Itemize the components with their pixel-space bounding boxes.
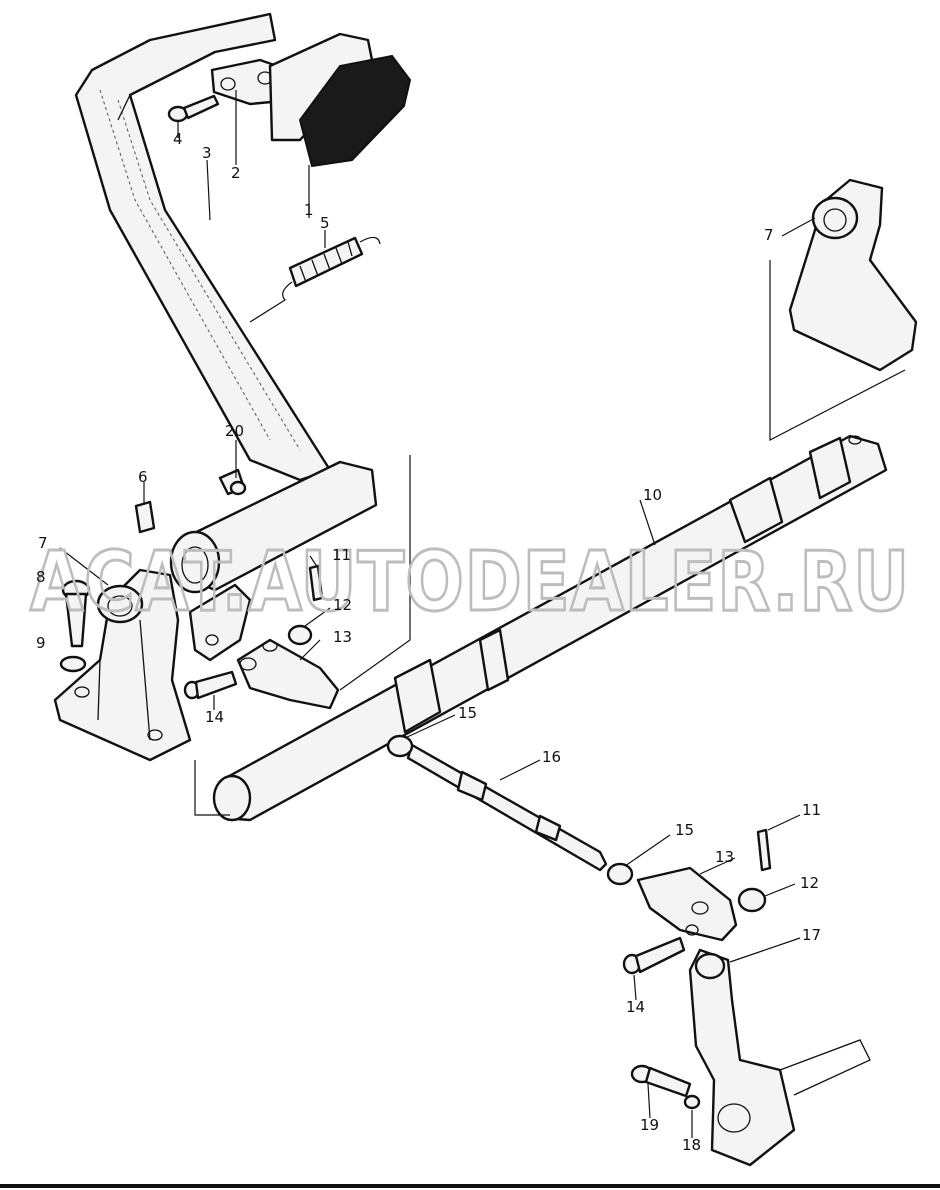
pedal-pad (210, 32, 412, 168)
upper-clevis (236, 638, 340, 710)
watermark-text: ACAT.AUTODEALER.RU (30, 535, 910, 630)
callout-7-right: 7 (764, 226, 774, 244)
pedal-hub (169, 460, 378, 662)
bracket-screw (134, 500, 156, 534)
adjusting-rod (406, 743, 608, 872)
callout-labels: 1 2 3 4 5 6 7 7 8 9 10 11 11 12 12 13 13… (36, 130, 821, 1154)
callout-12-upper: 12 (333, 596, 352, 614)
callout-11-upper: 11 (332, 546, 351, 564)
callout-16: 16 (542, 748, 561, 766)
lower-clevis-pin (622, 936, 686, 975)
callout-17: 17 (802, 926, 821, 944)
lower-lever-bolt (630, 1064, 692, 1098)
upper-cotter-pin (308, 564, 324, 602)
callout-2: 2 (231, 164, 241, 182)
grease-fitting (218, 468, 247, 496)
callout-7-left: 7 (38, 534, 48, 552)
upper-washer (287, 624, 313, 646)
callout-3: 3 (202, 144, 212, 162)
left-bracket (53, 568, 192, 762)
rod-nut-upper (386, 734, 414, 758)
callout-14-lower: 14 (626, 998, 645, 1016)
leader-lines (59, 90, 816, 1138)
callout-10: 10 (643, 486, 662, 504)
callout-20: 20 (225, 422, 244, 440)
bracket-bolt (59, 579, 91, 673)
callout-14-upper: 14 (205, 708, 224, 726)
callout-6: 6 (138, 468, 148, 486)
upper-clevis-pin (183, 670, 238, 700)
callout-13-lower: 13 (715, 848, 734, 866)
callout-11-lower: 11 (802, 801, 821, 819)
rod-nut-lower (606, 862, 634, 886)
callout-15-lower: 15 (675, 821, 694, 839)
lower-cotter-pin (756, 828, 772, 872)
lower-clevis (636, 866, 738, 942)
callout-19: 19 (640, 1116, 659, 1134)
callout-15-upper: 15 (458, 704, 477, 722)
main-shaft (194, 434, 888, 822)
lower-washer (737, 887, 767, 913)
callout-9: 9 (36, 634, 46, 652)
callout-8: 8 (36, 568, 46, 586)
callout-18: 18 (682, 1136, 701, 1154)
callout-12-lower: 12 (800, 874, 819, 892)
callout-5: 5 (320, 214, 330, 232)
right-bracket (769, 178, 918, 441)
lower-lever-washer (683, 1094, 701, 1110)
callout-1: 1 (304, 201, 314, 219)
pedal-bolt (167, 94, 220, 123)
return-spring (249, 236, 381, 323)
lower-lever (688, 948, 871, 1167)
callout-13-upper: 13 (333, 628, 352, 646)
callout-4: 4 (173, 130, 183, 148)
pedal-arm (74, 12, 332, 482)
